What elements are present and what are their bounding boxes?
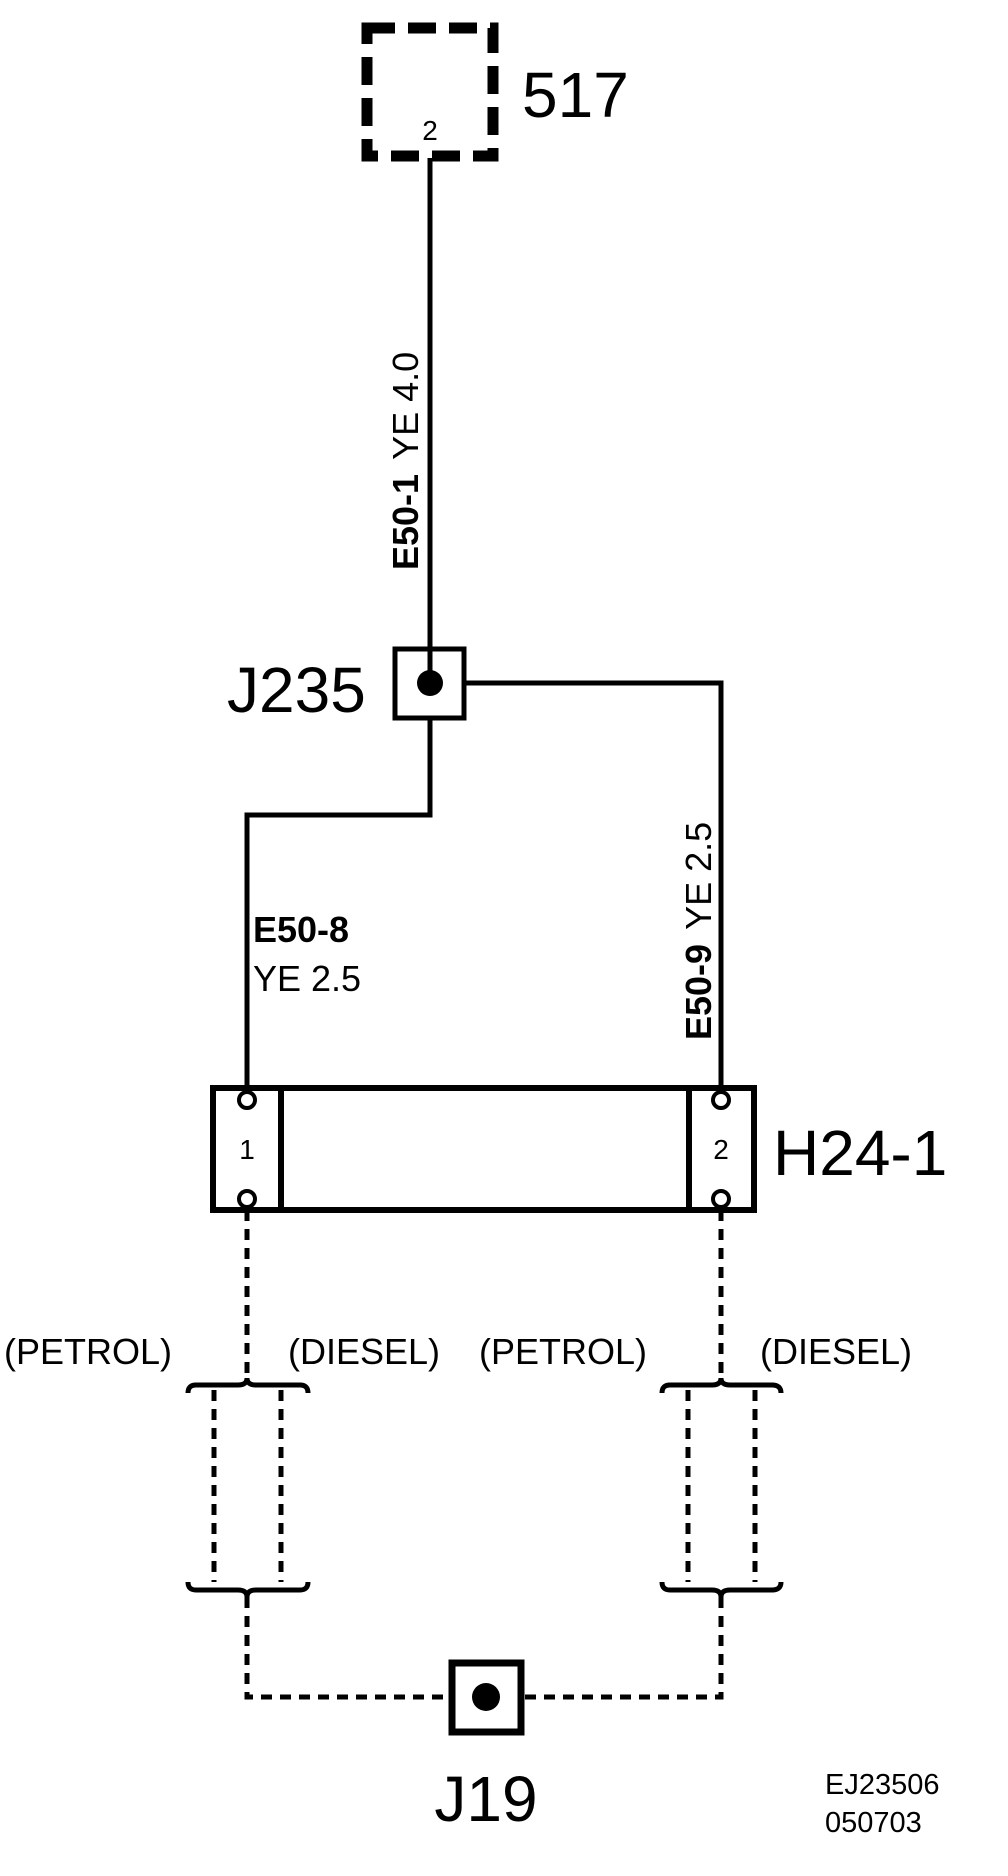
component-h24-1-pin-1: 1 xyxy=(239,1134,255,1165)
wire-e50-8-spec: YE 2.5 xyxy=(253,958,361,999)
junction-j235-label: J235 xyxy=(227,654,366,726)
component-517-label: 517 xyxy=(522,59,629,131)
component-h24-1: 1 2 H24-1 xyxy=(210,1085,947,1213)
svg-text:E50-9YE 2.5: E50-9 YE 2.5 xyxy=(678,822,719,1040)
reference-code: EJ23506 xyxy=(825,1769,940,1801)
pin-2-bottom-terminal xyxy=(711,1189,731,1209)
component-h24-1-body xyxy=(210,1085,757,1213)
variant-right-diesel: (DIESEL) xyxy=(760,1331,912,1372)
pin-1-top-terminal xyxy=(237,1090,257,1110)
wire-e50-8 xyxy=(244,718,433,1093)
brace-left-bottom xyxy=(185,1581,311,1598)
variant-left-petrol: (PETROL) xyxy=(4,1331,172,1372)
pin-2-top-terminal xyxy=(711,1090,731,1110)
junction-j235-node xyxy=(417,670,443,696)
junction-j19-box xyxy=(448,1659,525,1736)
wire-e50-9-spec: YE 2.5 xyxy=(678,822,719,930)
wire-e50-9 xyxy=(464,680,724,1093)
component-h24-1-label: H24-1 xyxy=(773,1117,947,1189)
dashed-ground-right xyxy=(521,1597,724,1700)
brace-left-top xyxy=(185,1377,311,1394)
wire-e50-1-label: E50-1 YE 4.0 xyxy=(385,352,426,570)
junction-j19-label: J19 xyxy=(434,1763,537,1835)
component-h24-1-pin-2: 2 xyxy=(713,1134,729,1165)
junction-j19: J19 xyxy=(434,1659,538,1835)
wire-e50-1-id: E50-1 xyxy=(385,474,426,570)
junction-j19-node xyxy=(472,1683,500,1711)
dashed-ground-left xyxy=(244,1597,450,1700)
brace-right-top xyxy=(659,1377,784,1394)
wire-e50-9-id: E50-9 xyxy=(678,944,719,1040)
brace-right-bottom xyxy=(659,1581,784,1598)
variant-right-petrol: (PETROL) xyxy=(479,1331,647,1372)
wire-e50-1-spec: YE 4.0 xyxy=(385,352,426,460)
wire-e50-9-label: E50-9 YE 2.5 xyxy=(678,822,719,1040)
wire-e50-8-id: E50-8 xyxy=(253,909,349,950)
svg-text:E50-1YE 4.0: E50-1 YE 4.0 xyxy=(385,352,426,570)
component-517-pin: 2 xyxy=(422,115,438,146)
pin-1-bottom-terminal xyxy=(237,1189,257,1209)
variant-left-diesel: (DIESEL) xyxy=(288,1331,440,1372)
reference-date: 050703 xyxy=(825,1807,922,1839)
component-517: 2 517 xyxy=(361,22,629,162)
component-517-box xyxy=(361,22,499,162)
